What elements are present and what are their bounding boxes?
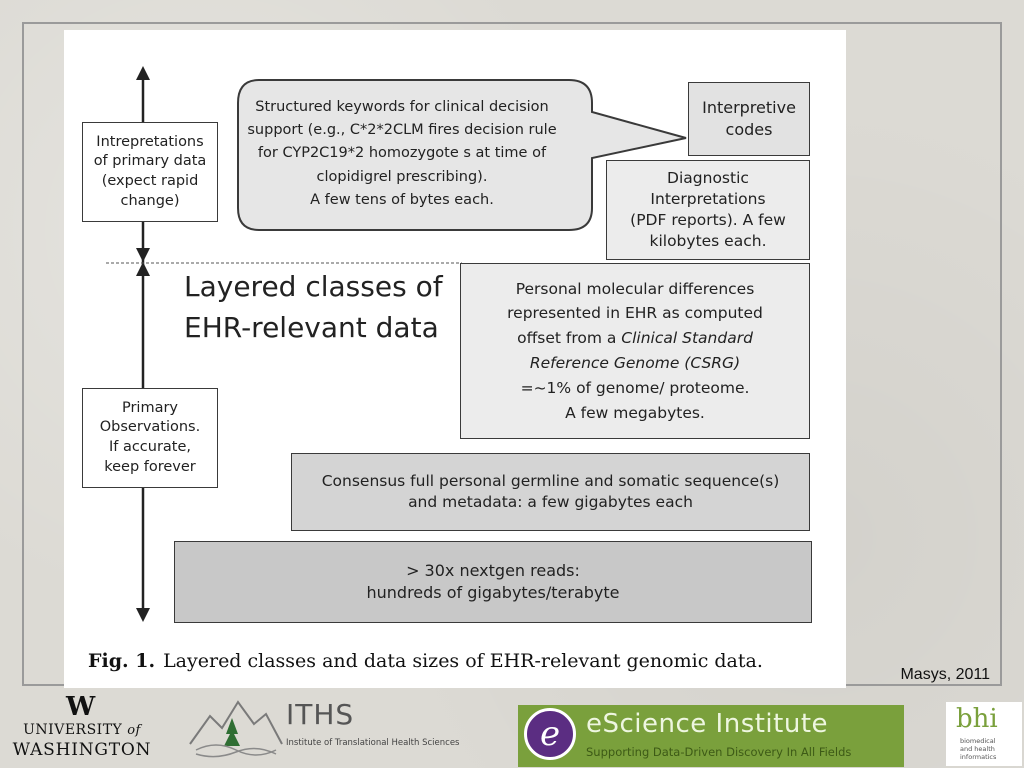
- molecular-text-b: =~1% of genome/ proteome. A few megabyte…: [520, 378, 750, 422]
- molecular-differences-box: Personal molecular differences represent…: [460, 263, 810, 439]
- iths-subtitle: Institute of Translational Health Scienc…: [286, 738, 460, 748]
- arrow-head-mid-up: [136, 262, 150, 276]
- interpretive-codes-box: Interpretive codes: [688, 82, 810, 156]
- bhi-logo: bhi biomedical and health informatics: [946, 702, 1022, 766]
- citation: Masys, 2011: [900, 666, 990, 683]
- uw-university-text: UNIVERSITY: [23, 722, 123, 738]
- iths-logo: ITHS Institute of Translational Health S…: [188, 694, 460, 760]
- escience-e-icon: e: [524, 708, 576, 760]
- uw-logo-line2: WASHINGTON: [12, 740, 152, 760]
- figure: Structured keywords for clinical decisio…: [64, 30, 846, 688]
- bhi-mark: bhi: [956, 704, 998, 734]
- iths-mountain-icon: [189, 700, 283, 758]
- caption-text: Layered classes and data sizes of EHR-re…: [163, 650, 763, 672]
- callout-bubble: [237, 79, 687, 231]
- arrow-head-mid-down: [136, 248, 150, 262]
- uw-logo: W UNIVERSITY of WASHINGTON: [12, 692, 152, 764]
- bhi-text: biomedical and health informatics: [960, 737, 997, 761]
- molecular-text-a: Personal molecular differences represent…: [507, 279, 763, 348]
- molecular-differences-text: Personal molecular differences represent…: [507, 277, 763, 426]
- callout-text: Structured keywords for clinical decisio…: [247, 99, 557, 208]
- escience-logo: e eScience Institute Supporting Data-Dri…: [518, 705, 904, 767]
- figure-caption: Fig. 1. Layered classes and data sizes of…: [88, 650, 763, 672]
- primary-observations-side-box: Primary Observations. If accurate, keep …: [82, 388, 218, 488]
- molecular-text-italic: Clinical Standard Reference Genome (CSRG…: [529, 329, 753, 372]
- diagnostic-interpretations-box: Diagnostic Interpretations (PDF reports)…: [606, 160, 810, 260]
- uw-of-text: of: [127, 723, 141, 738]
- consensus-sequence-box: Consensus full personal germline and som…: [291, 453, 810, 531]
- interpretations-side-box: Intrepretations of primary data (expect …: [82, 122, 218, 222]
- escience-subtitle: Supporting Data-Driven Discovery In All …: [586, 745, 852, 759]
- iths-name: ITHS: [286, 698, 355, 731]
- caption-label: Fig. 1.: [88, 650, 156, 672]
- arrow-head-top: [136, 66, 150, 80]
- uw-logo-line1: UNIVERSITY of: [12, 722, 152, 738]
- arrow-head-bottom: [136, 608, 150, 622]
- uw-w-mark: W: [66, 692, 96, 722]
- layered-classes-title: Layered classes of EHR-relevant data: [184, 270, 443, 344]
- escience-title: eScience Institute: [586, 709, 829, 739]
- nextgen-reads-box: > 30x nextgen reads: hundreds of gigabyt…: [174, 541, 812, 623]
